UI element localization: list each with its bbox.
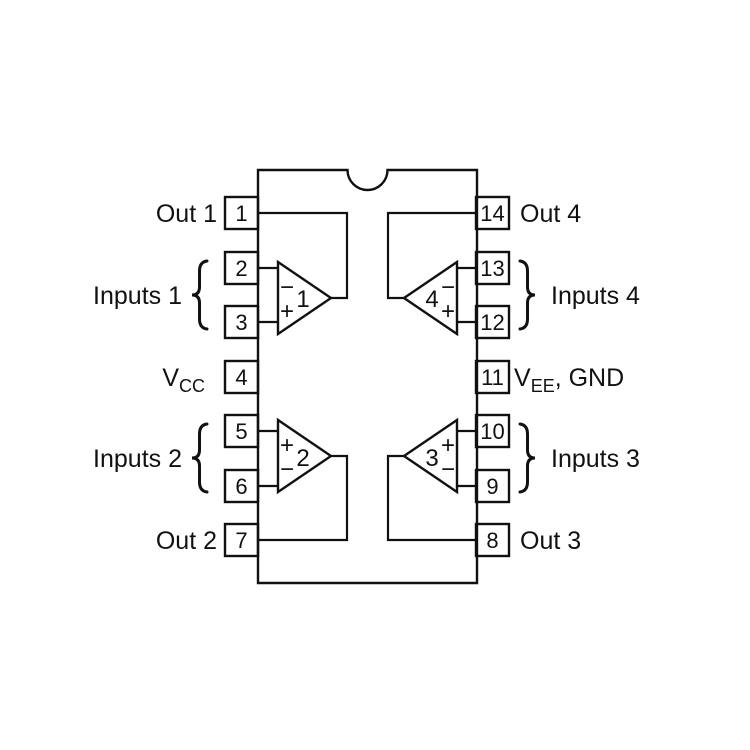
opamp-4-noninverting-input-sign: + xyxy=(441,298,455,325)
pin-14-box xyxy=(474,195,511,231)
opamp-3-symbol: + − 3 xyxy=(401,417,459,495)
pin-14: 14 xyxy=(474,195,511,231)
opamp-3-inverting-input-sign: − xyxy=(441,456,455,483)
opamp-1-number: 1 xyxy=(296,286,309,313)
brace-inputs-3 xyxy=(518,422,536,494)
pin-11-box xyxy=(474,359,511,395)
opamp-2-number: 2 xyxy=(296,445,309,472)
label-inputs-4: Inputs 4 xyxy=(551,282,640,310)
pin-5: 5 xyxy=(223,413,260,449)
brace-inputs-1 xyxy=(191,259,209,331)
opamp-4-number: 4 xyxy=(425,286,438,313)
pin-12: 12 xyxy=(474,304,511,340)
pin-7-box xyxy=(223,522,260,558)
pin-7-number: 7 xyxy=(235,528,247,553)
opamp-4-symbol: − + 4 xyxy=(401,259,459,337)
opamp-2-symbol: + − 2 xyxy=(276,417,334,495)
pin-12-number: 12 xyxy=(480,310,504,335)
pin-12-box xyxy=(474,304,511,340)
pin-6-box xyxy=(223,468,260,504)
pin-3-number: 3 xyxy=(235,310,247,335)
label-vcc-base: V xyxy=(162,364,179,392)
pin-5-box xyxy=(223,413,260,449)
pin-3-box xyxy=(223,304,260,340)
pin-2: 2 xyxy=(223,250,260,286)
opamp-1-inverting-input-sign: − xyxy=(280,274,294,301)
pin-14-number: 14 xyxy=(480,201,504,226)
pin-5-number: 5 xyxy=(235,419,247,444)
internal-wiring xyxy=(258,211,477,542)
label-out-3: Out 3 xyxy=(520,527,581,555)
pin-13: 13 xyxy=(474,250,511,286)
pin-6: 6 xyxy=(223,468,260,504)
pin-6-number: 6 xyxy=(235,474,247,499)
opamp-1-noninverting-input-sign: + xyxy=(280,298,294,325)
opamp-3-number: 3 xyxy=(425,445,438,472)
opamp-4-triangle xyxy=(401,259,459,337)
pin-4-number: 4 xyxy=(235,365,247,390)
pin-3: 3 xyxy=(223,304,260,340)
left-pin-column: 1 2 3 4 5 6 7 xyxy=(223,195,260,558)
pin-13-box xyxy=(474,250,511,286)
brace-inputs-4 xyxy=(518,259,536,331)
right-labels: Out 4 Inputs 4 VEE, GND Inputs 3 Out 3 xyxy=(514,200,640,555)
label-out-4: Out 4 xyxy=(520,200,581,228)
pin-2-box xyxy=(223,250,260,286)
pin-9-box xyxy=(474,468,511,504)
opamp-2-inverting-input-sign: − xyxy=(280,456,294,483)
pin-1: 1 xyxy=(223,195,260,231)
pin-4: 4 xyxy=(223,359,260,395)
label-out-1: Out 1 xyxy=(156,200,217,228)
label-vee-rest: , GND xyxy=(555,364,624,392)
opamp-3-noninverting-input-sign: + xyxy=(441,432,455,459)
opamp-2-noninverting-input-sign: + xyxy=(280,432,294,459)
pin-10: 10 xyxy=(474,413,511,449)
pin-1-box xyxy=(223,195,260,231)
pin-10-number: 10 xyxy=(480,419,504,444)
wire-amp1-output-to-pin1 xyxy=(258,211,349,300)
pin-8-box xyxy=(474,522,511,558)
pin-10-box xyxy=(474,413,511,449)
pin-13-number: 13 xyxy=(480,256,504,281)
label-inputs-3: Inputs 3 xyxy=(551,445,640,473)
opamp-4-inverting-input-sign: − xyxy=(441,274,455,301)
label-vee-gnd: VEE, GND xyxy=(514,364,624,396)
opamp-1-triangle xyxy=(276,259,334,337)
right-pin-column: 14 13 12 11 10 9 8 xyxy=(474,195,511,558)
label-vcc: VCC xyxy=(162,364,205,396)
label-inputs-2: Inputs 2 xyxy=(93,445,182,473)
label-inputs-1: Inputs 1 xyxy=(93,282,182,310)
label-vee-subscript: EE xyxy=(531,376,555,396)
wire-amp2-output-to-pin7 xyxy=(258,454,349,542)
pin-11: 11 xyxy=(474,359,511,395)
pin-9: 9 xyxy=(474,468,511,504)
left-labels: Out 1 Inputs 1 VCC Inputs 2 Out 2 xyxy=(93,200,217,555)
label-out-2: Out 2 xyxy=(156,527,217,555)
wire-amp3-output-to-pin8 xyxy=(386,454,477,542)
opamp-3-triangle xyxy=(401,417,459,495)
pin-8: 8 xyxy=(474,522,511,558)
wire-amp4-output-to-pin14 xyxy=(386,211,477,300)
label-vee-base: V xyxy=(514,364,531,392)
brace-inputs-2 xyxy=(191,422,209,494)
label-vcc-subscript: CC xyxy=(179,376,205,396)
pin-8-number: 8 xyxy=(486,528,498,553)
pin-7: 7 xyxy=(223,522,260,558)
pin-2-number: 2 xyxy=(235,256,247,281)
pin-1-number: 1 xyxy=(235,201,247,226)
pin-9-number: 9 xyxy=(486,474,498,499)
opamp-1-symbol: − + 1 xyxy=(276,259,334,337)
pin-4-box xyxy=(223,359,260,395)
opamp-2-triangle xyxy=(276,417,334,495)
ic-body xyxy=(256,168,479,585)
pin-11-number: 11 xyxy=(481,365,504,390)
